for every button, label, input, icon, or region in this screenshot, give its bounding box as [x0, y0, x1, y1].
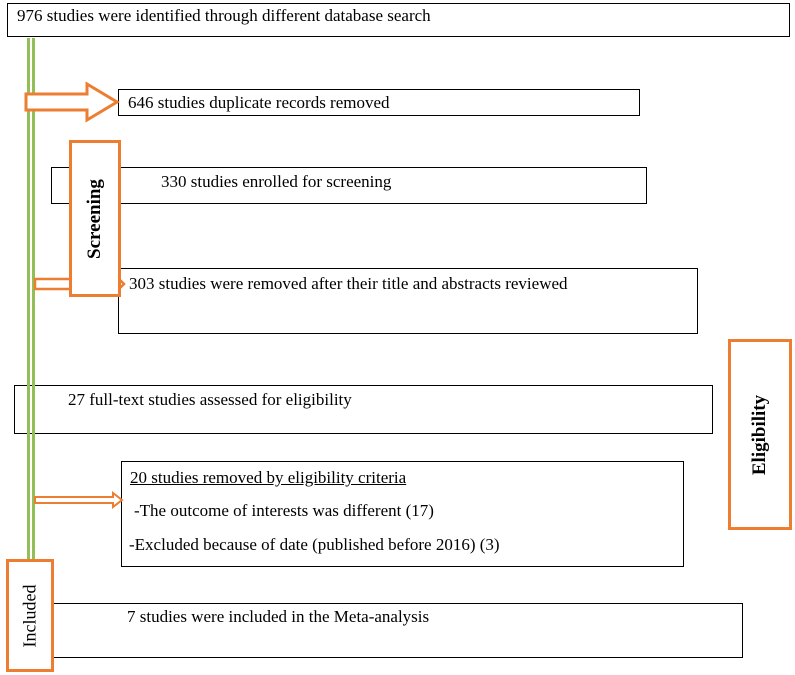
full-text-assessed-box: 27 full-text studies assessed for eligib… — [14, 385, 713, 434]
included-stage-label: Included — [6, 559, 54, 672]
included-stage-text: Included — [19, 584, 40, 647]
full-text-assessed-text: 27 full-text studies assessed for eligib… — [68, 390, 352, 409]
eligibility-reason-2: -Excluded because of date (published bef… — [129, 535, 500, 554]
eligibility-stage-label: Eligibility — [728, 339, 792, 530]
eligibility-removed-heading: 20 studies removed by eligibility criter… — [130, 468, 407, 487]
included-meta-box: 7 studies were included in the Meta-anal… — [43, 603, 743, 658]
duplicates-removed-box: 646 studies duplicate records removed — [118, 89, 640, 116]
removed-title-abstract-text: 303 studies were removed after their tit… — [129, 274, 568, 293]
enrolled-screening-box: 330 studies enrolled for screening — [51, 167, 647, 204]
included-meta-text: 7 studies were included in the Meta-anal… — [127, 607, 430, 626]
eligibility-reason-1: -The outcome of interests was different … — [134, 501, 434, 520]
duplicates-removed-text: 646 studies duplicate records removed — [128, 93, 390, 112]
identified-box: 976 studies were identified through diff… — [7, 3, 790, 37]
enrolled-screening-text: 330 studies enrolled for screening — [161, 172, 392, 191]
screening-stage-label: Screening — [69, 140, 121, 297]
identified-text: 976 studies were identified through diff… — [17, 6, 431, 25]
removed-title-abstract-box: 303 studies were removed after their tit… — [118, 268, 698, 334]
arrow-to-eligibility-removed-icon — [34, 490, 124, 510]
arrow-to-duplicates-icon — [24, 81, 120, 123]
flow-spine-line — [27, 38, 35, 566]
eligibility-removed-box: 20 studies removed by eligibility criter… — [121, 461, 684, 567]
eligibility-stage-text: Eligibility — [749, 394, 770, 475]
screening-stage-text: Screening — [84, 178, 105, 259]
